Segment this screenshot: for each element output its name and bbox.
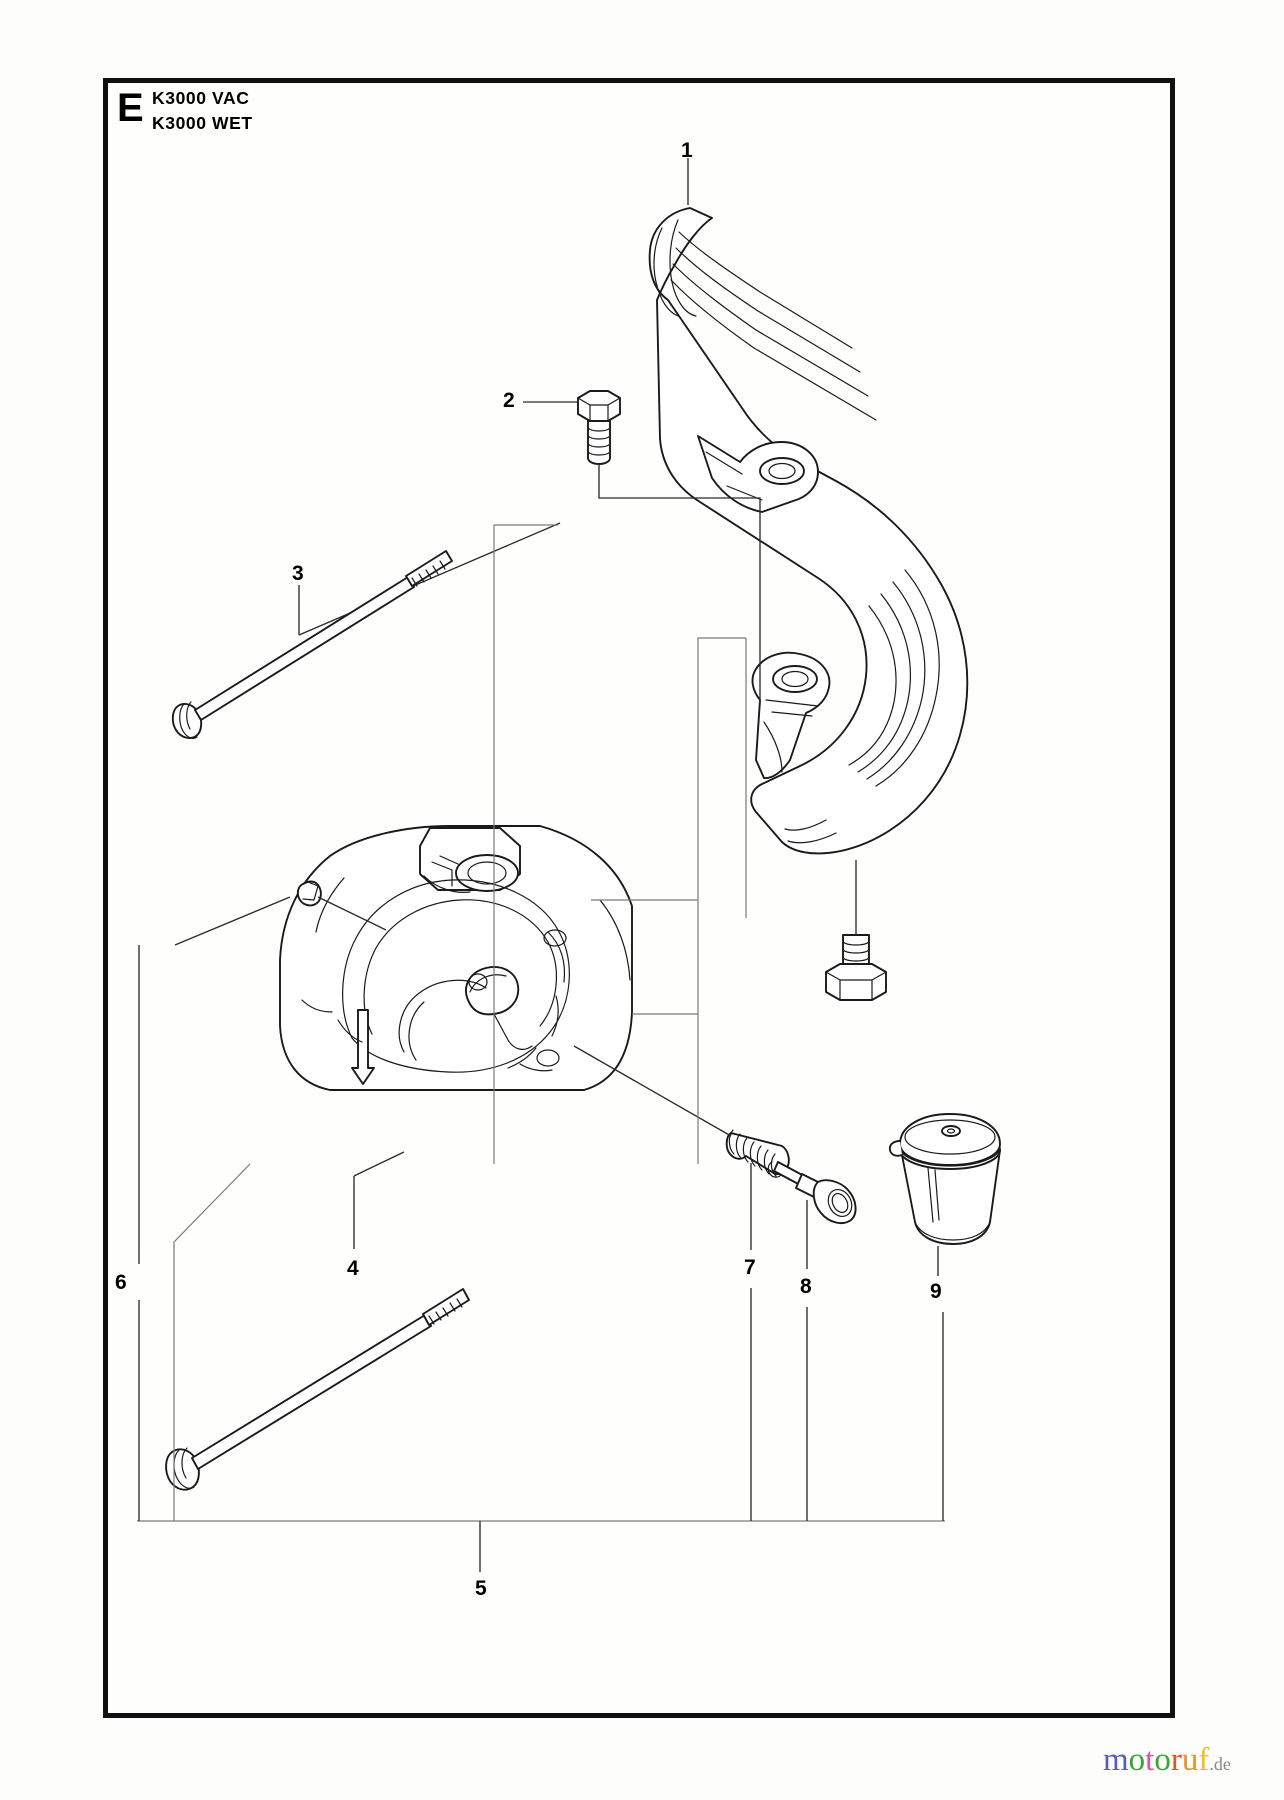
wm-letter-m: m — [1103, 1742, 1129, 1778]
model-designation-block: K3000 VAC K3000 WET — [152, 86, 253, 136]
callout-1: 1 — [681, 139, 693, 162]
wm-letter-r: r — [1170, 1742, 1182, 1778]
callout-3: 3 — [292, 562, 304, 585]
model-line-1: K3000 VAC — [152, 88, 250, 108]
callout-6: 6 — [115, 1271, 127, 1294]
callout-5: 5 — [475, 1577, 487, 1600]
diagram-frame — [103, 78, 1175, 1718]
callout-8: 8 — [800, 1275, 812, 1298]
wm-letter-t: t — [1145, 1742, 1155, 1778]
callout-7: 7 — [744, 1256, 756, 1279]
wm-letter-o2: o — [1154, 1742, 1171, 1778]
callout-4: 4 — [347, 1257, 359, 1280]
watermark-motoruf: motoruf.de — [1103, 1744, 1231, 1777]
section-letter: E — [117, 86, 144, 130]
wm-letter-u: u — [1181, 1742, 1199, 1778]
model-line-2: K3000 WET — [152, 113, 253, 133]
callout-9: 9 — [930, 1280, 942, 1303]
wm-letter-o1: o — [1128, 1742, 1146, 1778]
wm-letter-f: f — [1198, 1742, 1210, 1778]
wm-suffix: .de — [1209, 1754, 1231, 1774]
callout-2: 2 — [503, 389, 515, 412]
